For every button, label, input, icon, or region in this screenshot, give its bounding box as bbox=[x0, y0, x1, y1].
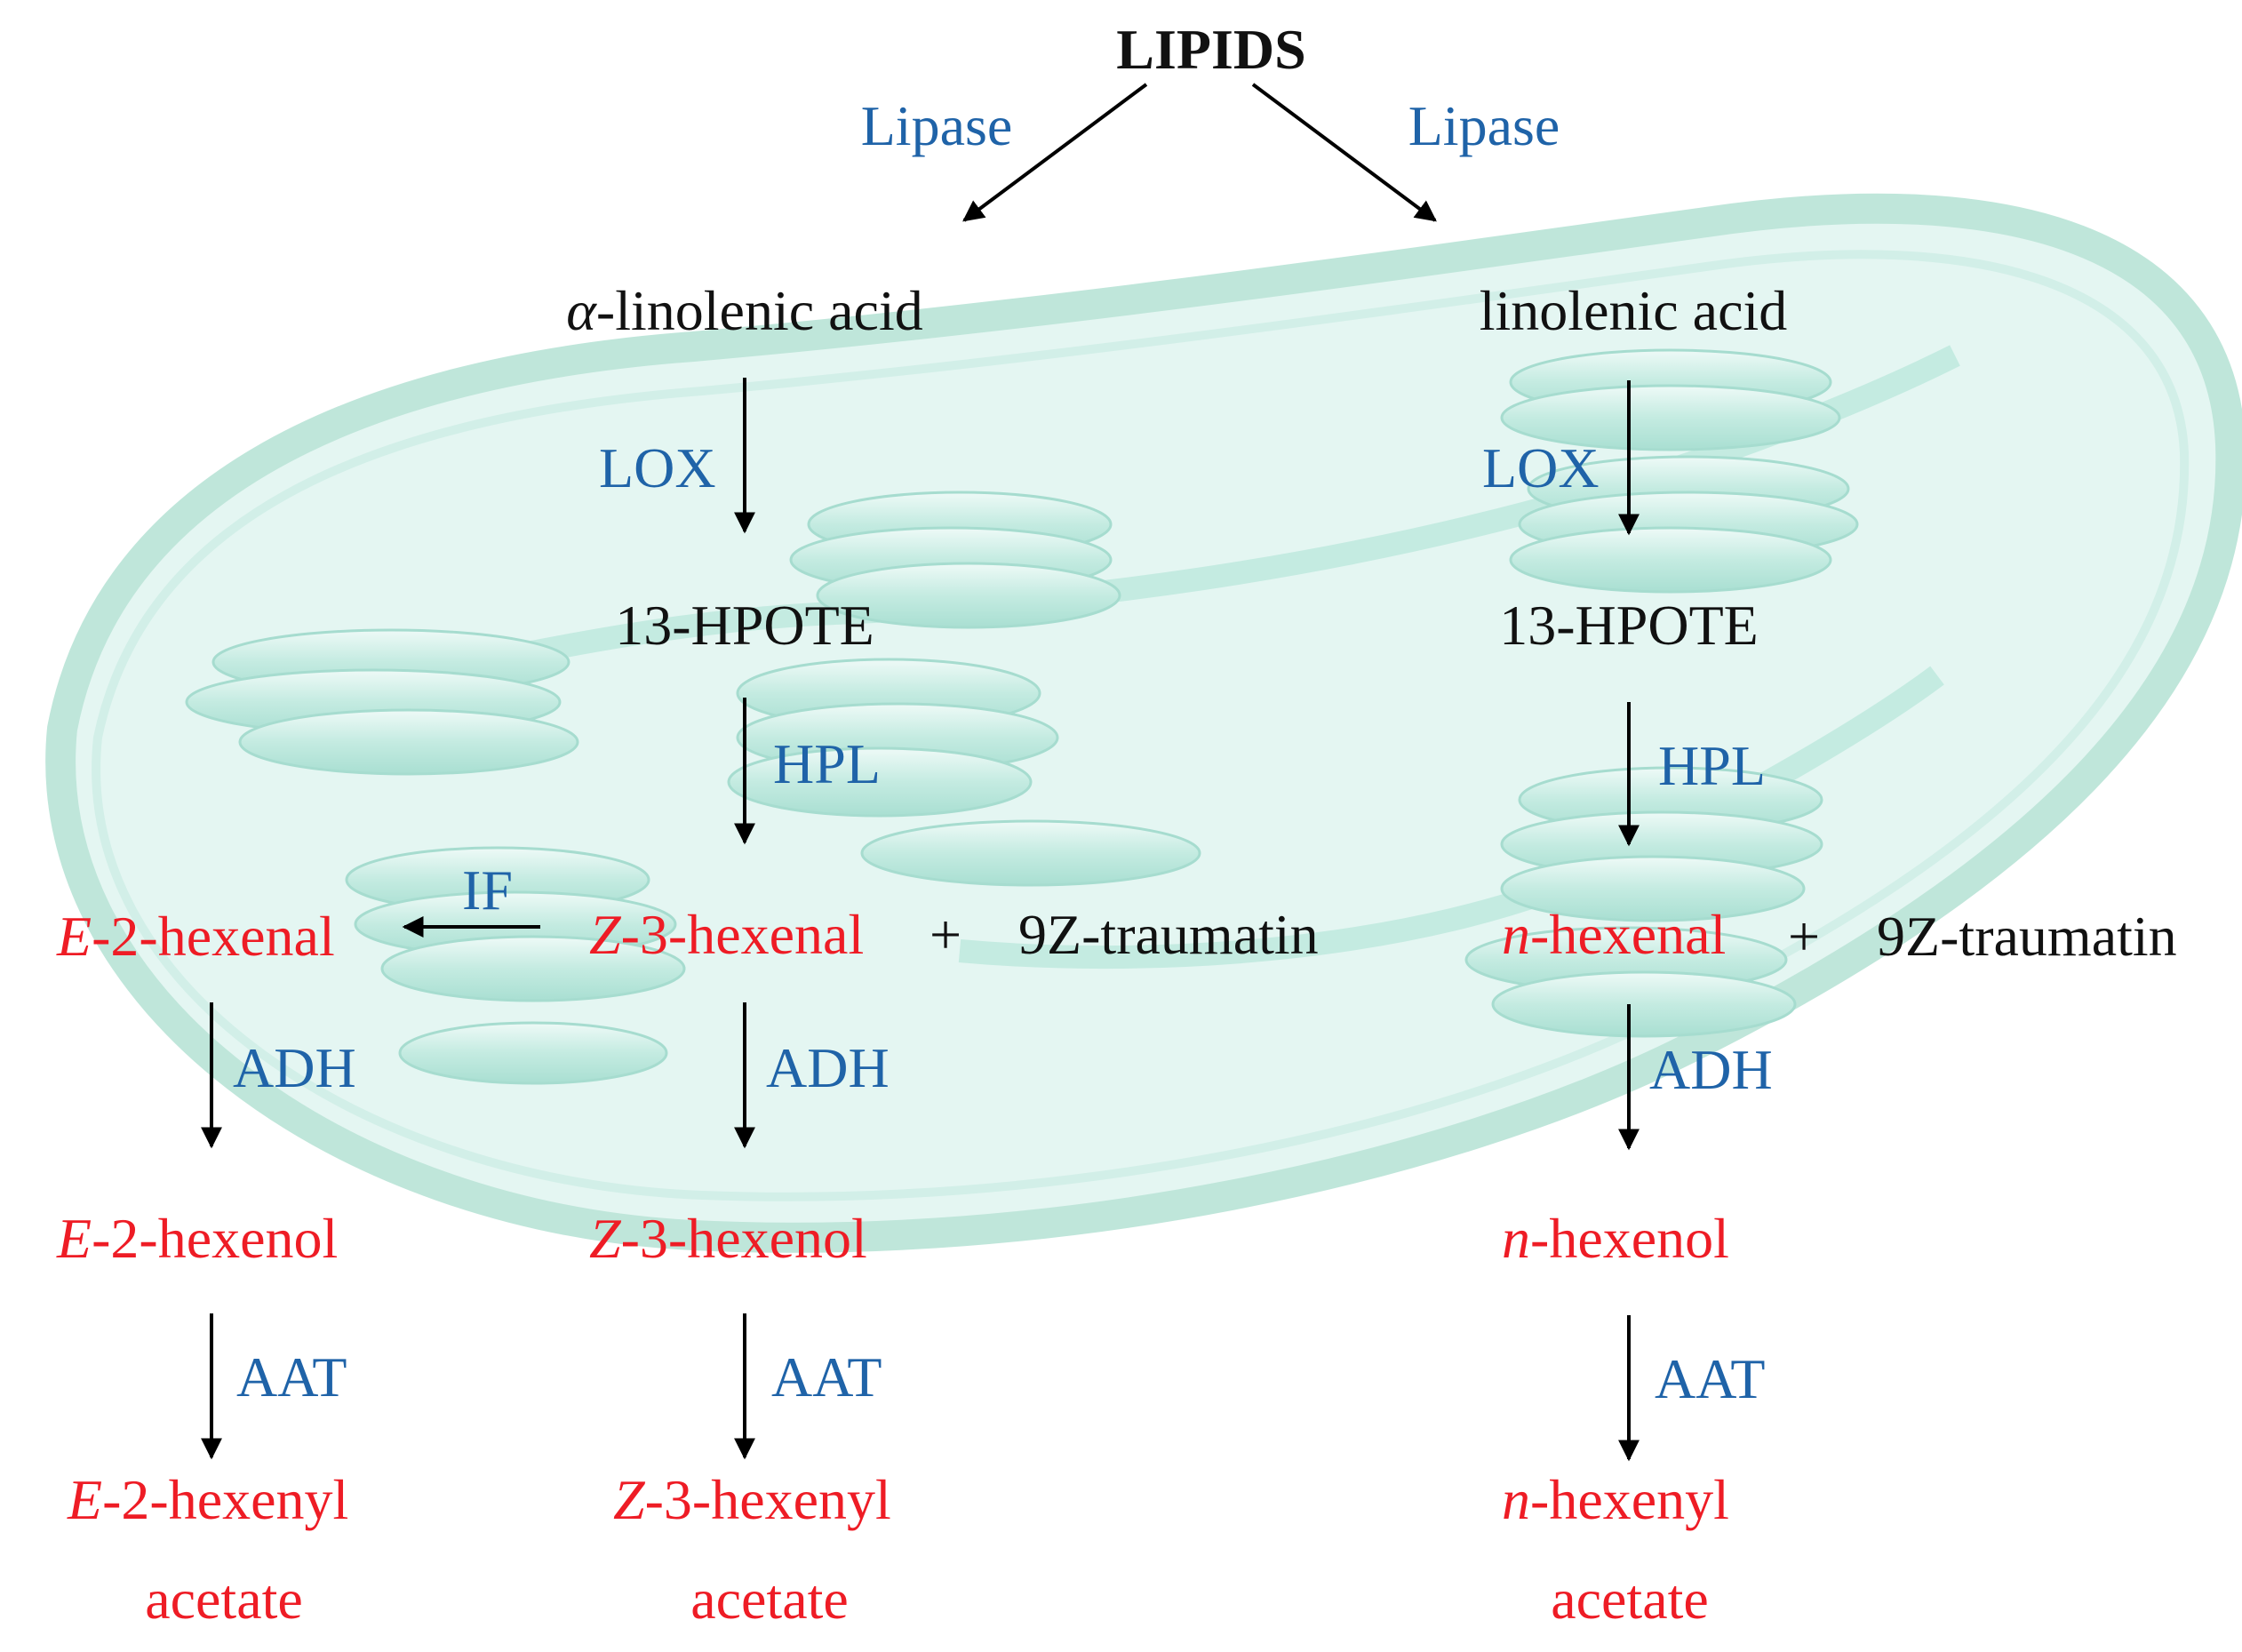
left-9z-traumatin-label: 9Z-traumatin bbox=[1018, 903, 1319, 966]
n-hexenal-label: n-hexenal bbox=[1502, 903, 1727, 966]
e-2-hexenyl-acetate-line2: acetate bbox=[145, 1568, 303, 1631]
n-hexenyl-label: n-hexenyl bbox=[1502, 1468, 1729, 1531]
e-2-hexenal-label: E-2-hexenal bbox=[57, 905, 335, 968]
if-label: IF bbox=[462, 858, 513, 922]
alpha-linolenic-acid-label: α-linolenic acid bbox=[566, 279, 923, 342]
z-3-hexenol-label: Z-3-hexenol bbox=[589, 1207, 867, 1270]
right-plus-label: + bbox=[1788, 905, 1821, 968]
n-hexenol-label: n-hexenol bbox=[1502, 1207, 1729, 1270]
z-3-hexenyl-acetate-line2: acetate bbox=[690, 1568, 849, 1631]
e-2-hexenol-label: E-2-hexenol bbox=[57, 1207, 339, 1270]
right-13-hpote-label: 13-HPOTE bbox=[1499, 594, 1759, 657]
isomer-aat-label: AAT bbox=[236, 1345, 347, 1409]
left-lox-label: LOX bbox=[599, 436, 716, 499]
lipase-left-label: Lipase bbox=[860, 94, 1013, 157]
right-adh-label: ADH bbox=[1649, 1038, 1773, 1101]
lipase-right-label: Lipase bbox=[1408, 94, 1560, 157]
right-hpl-label: HPL bbox=[1658, 734, 1766, 797]
reaction-arrows bbox=[201, 83, 1640, 1462]
left-aat-label: AAT bbox=[771, 1345, 882, 1409]
z-3-hexenyl-label: Z-3-hexenyl bbox=[613, 1468, 891, 1531]
grana-stacks bbox=[185, 348, 1859, 1085]
left-hpl-label: HPL bbox=[773, 732, 881, 795]
e-2-hexenyl-label: E-2-hexenyl bbox=[68, 1468, 349, 1531]
chloroplast-inner-membrane bbox=[92, 250, 2190, 1201]
left-plus-label: + bbox=[930, 903, 962, 966]
right-aat-label: AAT bbox=[1655, 1347, 1766, 1410]
n-hexenyl-acetate-line2: acetate bbox=[1551, 1568, 1709, 1631]
arrow-lipids-right bbox=[1251, 83, 1437, 222]
isomer-adh-label: ADH bbox=[233, 1036, 356, 1099]
linolenic-acid-label: linolenic acid bbox=[1479, 279, 1788, 342]
right-lox-label: LOX bbox=[1482, 436, 1600, 499]
left-adh-label: ADH bbox=[766, 1036, 890, 1099]
left-13-hpote-label: 13-HPOTE bbox=[615, 594, 874, 657]
arrow-lipids-left bbox=[962, 83, 1148, 222]
lipids-label: LIPIDS bbox=[1116, 18, 1306, 81]
right-9z-traumatin-label: 9Z-traumatin bbox=[1877, 905, 2177, 968]
z-3-hexenal-label: Z-3-hexenal bbox=[589, 903, 865, 966]
